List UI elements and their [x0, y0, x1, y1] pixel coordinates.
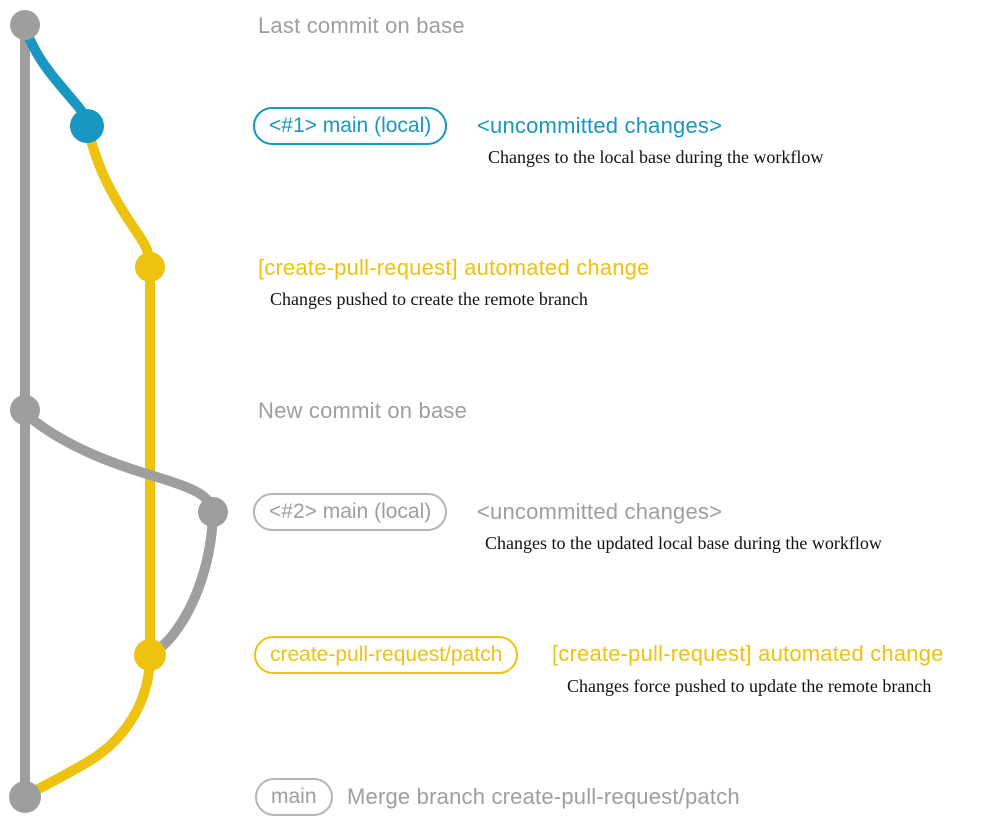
merge-title: Merge branch create-pull-request/patch — [347, 784, 740, 809]
local-main2-rebase-line — [145, 507, 218, 660]
automated-change-title-2: [create-pull-request] automated change — [552, 641, 944, 666]
patch-merge-line — [22, 650, 155, 800]
local-main-branch-line — [20, 23, 92, 131]
branch-badge-main-local-1: <#1> main (local) — [253, 107, 448, 145]
commit-dot-base-last — [10, 10, 40, 40]
patch-branch-out-line — [82, 121, 155, 272]
automated-change-description-2: Changes force pushed to update the remot… — [567, 676, 932, 696]
commit-dot-base-new — [10, 395, 40, 425]
uncommitted-changes-title-1: <uncommitted changes> — [477, 113, 723, 138]
local-main2-branch-out-line — [23, 411, 218, 517]
automated-change-description-1: Changes pushed to create the remote bran… — [270, 289, 588, 309]
uncommitted-changes-description-2: Changes to the updated local base during… — [485, 533, 882, 553]
new-commit-title: New commit on base — [258, 398, 468, 423]
commit-dot-local-main-2 — [198, 497, 228, 527]
uncommitted-changes-title-2: <uncommitted changes> — [477, 499, 723, 524]
commit-dot-local-main-1 — [70, 109, 104, 143]
commit-dot-remote-patch-2 — [134, 639, 166, 671]
uncommitted-changes-description-1: Changes to the local base during the wor… — [488, 147, 824, 167]
branch-badge-main: main — [255, 778, 333, 816]
commit-dot-remote-patch-1 — [135, 252, 165, 282]
branch-badge-main-local-2: <#2> main (local) — [253, 493, 448, 531]
last-commit-title: Last commit on base — [258, 13, 465, 38]
automated-change-title-1: [create-pull-request] automated change — [258, 255, 650, 280]
commit-dot-merge — [9, 781, 41, 813]
branch-badge-patch: create-pull-request/patch — [254, 636, 519, 674]
